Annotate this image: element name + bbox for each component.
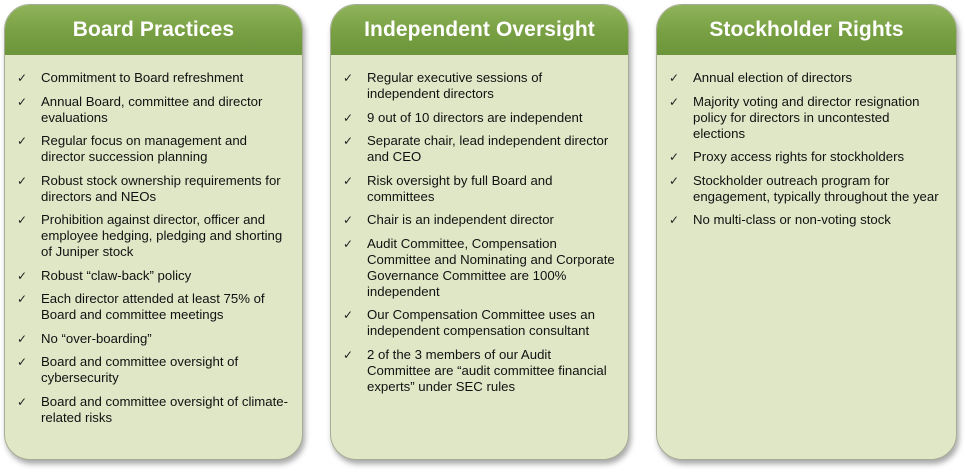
card-header: Board Practices bbox=[5, 5, 302, 55]
item-text: Prohibition against director, officer an… bbox=[41, 212, 283, 259]
item-text: 9 out of 10 directors are independent bbox=[367, 109, 583, 125]
list-item: ✓ 9 out of 10 directors are independent bbox=[341, 110, 616, 126]
independent-oversight-card: Independent Oversight ✓ Regular executive… bbox=[330, 4, 629, 460]
list-item: ✓ Robust stock ownership requirements for… bbox=[15, 173, 290, 205]
item-text: Stockholder outreach program for engagem… bbox=[693, 172, 939, 204]
item-text: No “over-boarding” bbox=[41, 330, 152, 346]
check-icon: ✓ bbox=[343, 213, 354, 227]
check-icon: ✓ bbox=[17, 394, 28, 409]
check-icon: ✓ bbox=[17, 94, 28, 109]
check-icon: ✓ bbox=[17, 213, 28, 227]
card-title: Stockholder Rights bbox=[709, 18, 904, 41]
check-icon: ✓ bbox=[17, 331, 28, 346]
check-icon: ✓ bbox=[17, 71, 28, 85]
check-icon: ✓ bbox=[669, 173, 680, 188]
check-icon: ✓ bbox=[17, 355, 28, 369]
item-list: ✓ Annual election of directors ✓ Majority … bbox=[657, 55, 956, 228]
check-icon: ✓ bbox=[343, 236, 354, 251]
list-item: ✓ 2 of the 3 members of our Audit Committ… bbox=[341, 347, 616, 395]
item-list: ✓ Commitment to Board refreshment ✓ Annual… bbox=[5, 55, 302, 426]
check-icon: ✓ bbox=[343, 347, 354, 362]
item-text: 2 of the 3 members of our Audit Committe… bbox=[367, 346, 607, 394]
item-text: Commitment to Board refreshment bbox=[41, 70, 244, 85]
check-icon: ✓ bbox=[17, 134, 28, 148]
check-icon: ✓ bbox=[343, 71, 354, 85]
item-text: Our Compensation Committee uses an indep… bbox=[367, 307, 595, 338]
board-practices-card: Board Practices ✓ Commitment to Board ref… bbox=[4, 4, 303, 460]
card-title: Independent Oversight bbox=[364, 18, 595, 41]
card-header: Independent Oversight bbox=[331, 5, 628, 55]
check-icon: ✓ bbox=[343, 110, 354, 125]
list-item: ✓ Annual Board, committee and director ev… bbox=[15, 94, 290, 126]
item-text: Regular executive sessions of independen… bbox=[367, 70, 543, 101]
item-text: Audit Committee, Compensation Committee … bbox=[367, 235, 615, 299]
check-icon: ✓ bbox=[17, 268, 28, 283]
item-text: No multi-class or non-voting stock bbox=[693, 212, 891, 227]
item-text: Robust stock ownership requirements for … bbox=[41, 172, 281, 204]
check-icon: ✓ bbox=[669, 94, 680, 109]
item-text: Board and committee oversight of cyberse… bbox=[41, 354, 239, 385]
item-text: Majority voting and director resignation… bbox=[693, 93, 920, 141]
list-item: ✓ Board and committee oversight of climat… bbox=[15, 394, 290, 426]
item-list: ✓ Regular executive sessions of independe… bbox=[331, 55, 628, 395]
list-item: ✓ Annual election of directors bbox=[667, 70, 944, 86]
list-item: ✓ Proxy access rights for stockholders bbox=[667, 149, 944, 165]
item-text: Proxy access rights for stockholders bbox=[693, 149, 905, 164]
item-text: Regular focus on management and director… bbox=[41, 133, 248, 164]
list-item: ✓ Risk oversight by full Board and commit… bbox=[341, 173, 616, 205]
list-item: ✓ Our Compensation Committee uses an inde… bbox=[341, 307, 616, 339]
item-text: Chair is an independent director bbox=[367, 212, 554, 227]
list-item: ✓ Stockholder outreach program for engage… bbox=[667, 173, 944, 205]
check-icon: ✓ bbox=[343, 173, 354, 188]
list-item: ✓ Regular executive sessions of independe… bbox=[341, 70, 616, 102]
card-title: Board Practices bbox=[72, 18, 235, 41]
item-text: Robust “claw-back” policy bbox=[41, 267, 192, 283]
card-header: Stockholder Rights bbox=[657, 5, 956, 55]
check-icon: ✓ bbox=[669, 150, 680, 164]
stockholder-rights-card: Stockholder Rights ✓ Annual election of d… bbox=[656, 4, 957, 460]
item-text: Risk oversight by full Board and committ… bbox=[367, 172, 553, 204]
list-item: ✓ Chair is an independent director bbox=[341, 212, 616, 228]
item-text: Each director attended at least 75% of B… bbox=[41, 291, 265, 322]
check-icon: ✓ bbox=[17, 173, 28, 188]
check-icon: ✓ bbox=[669, 213, 680, 227]
check-icon: ✓ bbox=[343, 134, 354, 148]
list-item: ✓ No “over-boarding” bbox=[15, 331, 290, 347]
list-item: ✓ Each director attended at least 75% of … bbox=[15, 291, 290, 323]
list-item: ✓ Robust “claw-back” policy bbox=[15, 268, 290, 284]
list-item: ✓ Board and committee oversight of cybers… bbox=[15, 354, 290, 386]
list-item: ✓ Prohibition against director, officer a… bbox=[15, 212, 290, 260]
item-text: Annual Board, committee and director eva… bbox=[41, 93, 263, 125]
list-item: ✓ Regular focus on management and directo… bbox=[15, 133, 290, 165]
list-item: ✓ Audit Committee, Compensation Committee… bbox=[341, 236, 616, 300]
list-item: ✓ No multi-class or non-voting stock bbox=[667, 212, 944, 228]
check-icon: ✓ bbox=[17, 292, 28, 306]
item-text: Annual election of directors bbox=[693, 70, 853, 85]
item-text: Board and committee oversight of climate… bbox=[41, 393, 289, 425]
check-icon: ✓ bbox=[343, 308, 354, 322]
list-item: ✓ Majority voting and director resignatio… bbox=[667, 94, 944, 142]
item-text: Separate chair, lead independent directo… bbox=[367, 133, 609, 164]
list-item: ✓ Commitment to Board refreshment bbox=[15, 70, 290, 86]
check-icon: ✓ bbox=[669, 71, 680, 85]
list-item: ✓ Separate chair, lead independent direct… bbox=[341, 133, 616, 165]
